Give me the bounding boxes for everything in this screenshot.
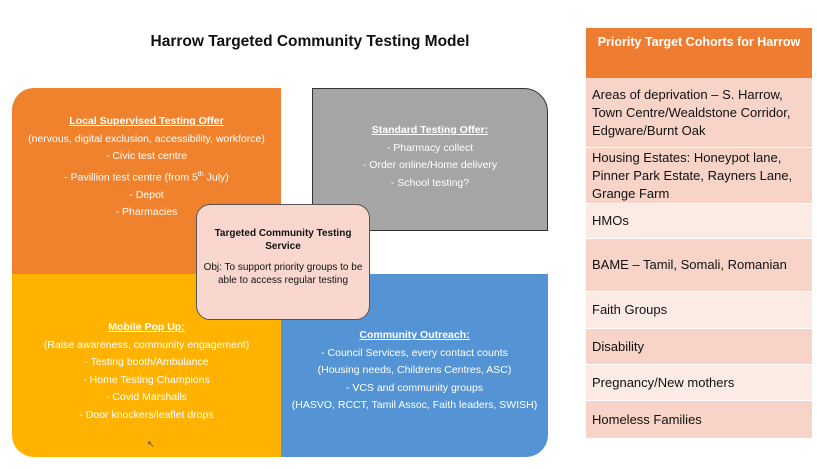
local-heading: Local Supervised Testing Offer xyxy=(69,115,224,127)
mobile-heading: Mobile Pop Up: xyxy=(108,321,185,333)
cohort-item: Disability xyxy=(586,329,812,365)
diagram-title: Harrow Targeted Community Testing Model xyxy=(150,33,470,50)
cohort-item: Housing Estates: Honeypot lane, Pinner P… xyxy=(586,148,812,204)
center-title: Targeted Community Testing Service xyxy=(214,228,352,252)
local-line: - Pharmacies xyxy=(115,206,178,218)
standard-line: - Pharmacy collect xyxy=(386,141,474,154)
local-line: - Pavillion test centre (from 5th July) xyxy=(64,170,229,184)
local-line: (nervous, digital exclusion, accessibili… xyxy=(28,132,265,145)
cohort-item: Faith Groups xyxy=(586,292,812,329)
local-line: - Depot xyxy=(129,188,164,201)
center-objective: Obj: To support priority groups to be ab… xyxy=(203,262,363,286)
cohort-item: BAME – Tamil, Somali, Romanian xyxy=(586,239,812,292)
outreach-line: - VCS and community groups xyxy=(345,381,484,394)
outreach-heading: Community Outreach: xyxy=(359,329,470,341)
cohort-item: Areas of deprivation – S. Harrow, Town C… xyxy=(586,78,812,148)
standard-line: - School testing? xyxy=(390,176,470,189)
standard-heading: Standard Testing Offer: xyxy=(371,124,489,136)
standard-testing-offer: Standard Testing Offer: - Pharmacy colle… xyxy=(312,88,548,231)
mobile-line: - Door knockers/leaflet drops xyxy=(79,408,214,421)
cohorts-heading: Priority Target Cohorts for Harrow xyxy=(586,28,812,78)
outreach-line: - Council Services, every contact counts xyxy=(321,346,508,359)
cohort-item: Homeless Families xyxy=(586,401,812,439)
cohort-item: Pregnancy/New mothers xyxy=(586,365,812,401)
mobile-line: - Covid Marshalls xyxy=(105,391,188,403)
mobile-line: - Home Testing Champions xyxy=(83,373,210,386)
local-line: - Civic test centre xyxy=(105,150,188,162)
local-supervised-testing-offer: Local Supervised Testing Offer (nervous,… xyxy=(12,88,281,274)
mobile-line: (Raise awareness, community engagement) xyxy=(43,338,250,351)
priority-cohorts-panel: Priority Target Cohorts for Harrow Areas… xyxy=(586,28,812,439)
outreach-line: (HASVO, RCCT, Tamil Assoc, Faith leaders… xyxy=(291,399,538,411)
mouse-cursor-icon: ↖ xyxy=(147,439,155,449)
cohort-item: HMOs xyxy=(586,204,812,239)
standard-line: - Order online/Home delivery xyxy=(362,159,498,171)
targeted-community-testing-service: Targeted Community Testing Service Obj: … xyxy=(196,204,370,320)
mobile-line: - Testing booth/Ambulance xyxy=(84,356,209,368)
mobile-pop-up: Mobile Pop Up: (Raise awareness, communi… xyxy=(12,274,281,457)
outreach-line: (Housing needs, Childrens Centres, ASC) xyxy=(317,364,512,376)
